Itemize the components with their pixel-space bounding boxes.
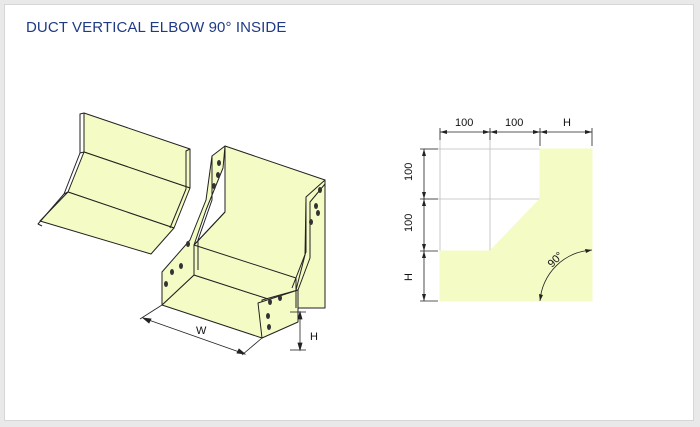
plan-grid: [424, 130, 540, 251]
arrowhead: [440, 130, 447, 134]
cover-edge-return: [37, 112, 85, 227]
elbow-inner-edge: [193, 244, 297, 279]
arrowhead: [540, 130, 547, 134]
plan-top-dimensions: [439, 128, 593, 146]
hole: [267, 324, 271, 330]
side-dim-2: 100: [403, 214, 415, 232]
hole: [186, 241, 190, 247]
page-title: DUCT VERTICAL ELBOW 90° INSIDE: [26, 19, 287, 36]
arrowhead: [422, 251, 426, 258]
cover-edge-return: [169, 148, 191, 229]
top-dim-2: 100: [505, 117, 523, 129]
arrowhead: [422, 244, 426, 251]
arrowhead: [422, 149, 426, 156]
elbow-plan-shape: [439, 148, 593, 302]
elbow-left-flange: [197, 156, 213, 270]
arrowhead: [297, 342, 303, 352]
top-dim-3: H: [563, 117, 571, 129]
top-dim-1: 100: [455, 117, 473, 129]
arrowhead: [585, 249, 592, 253]
dim-extension: [139, 304, 163, 320]
mounting-holes: [164, 160, 322, 330]
angle-arc: [539, 249, 593, 302]
plan-side-dimensions: [420, 148, 438, 302]
width-label: W: [196, 325, 207, 337]
arrowhead: [483, 130, 490, 134]
hole: [170, 269, 174, 275]
arrowhead: [422, 192, 426, 199]
hole: [318, 187, 322, 193]
elbow-right-flange: [291, 197, 307, 289]
arrowhead: [236, 348, 247, 355]
hole: [212, 183, 216, 189]
arrowhead: [141, 317, 152, 324]
hole: [217, 160, 221, 166]
plan-view: 100 100 H 100 100 H 90°: [403, 117, 593, 302]
hole: [278, 295, 282, 301]
width-dimension-line: [142, 317, 246, 355]
side-dim-1: 100: [403, 163, 415, 181]
arrowhead: [297, 310, 303, 320]
dim-extension: [241, 337, 263, 356]
cover-edge-tick: [79, 151, 85, 154]
plan-top-arrows: [440, 130, 592, 134]
arrowhead: [533, 130, 540, 134]
hole: [268, 299, 272, 305]
arrowhead: [585, 130, 592, 134]
arrowhead: [422, 199, 426, 206]
side-dim-3: H: [403, 273, 415, 281]
arrowhead: [490, 130, 497, 134]
arrowhead: [539, 294, 543, 301]
height-label: H: [310, 331, 318, 343]
hole: [314, 203, 318, 209]
cover-edge-tick: [63, 191, 69, 195]
hole: [309, 219, 313, 225]
elbow-left-wall: [161, 145, 226, 306]
duct-cover-drawing: [37, 112, 191, 255]
iso-dimensions: [139, 304, 306, 356]
plan-side-arrows: [422, 149, 426, 301]
hole: [216, 172, 220, 178]
hole: [179, 263, 183, 269]
arrowhead: [422, 294, 426, 301]
elbow-inner-edge: [193, 211, 226, 246]
hole: [316, 210, 320, 216]
hole: [164, 281, 168, 287]
hole: [266, 313, 270, 319]
